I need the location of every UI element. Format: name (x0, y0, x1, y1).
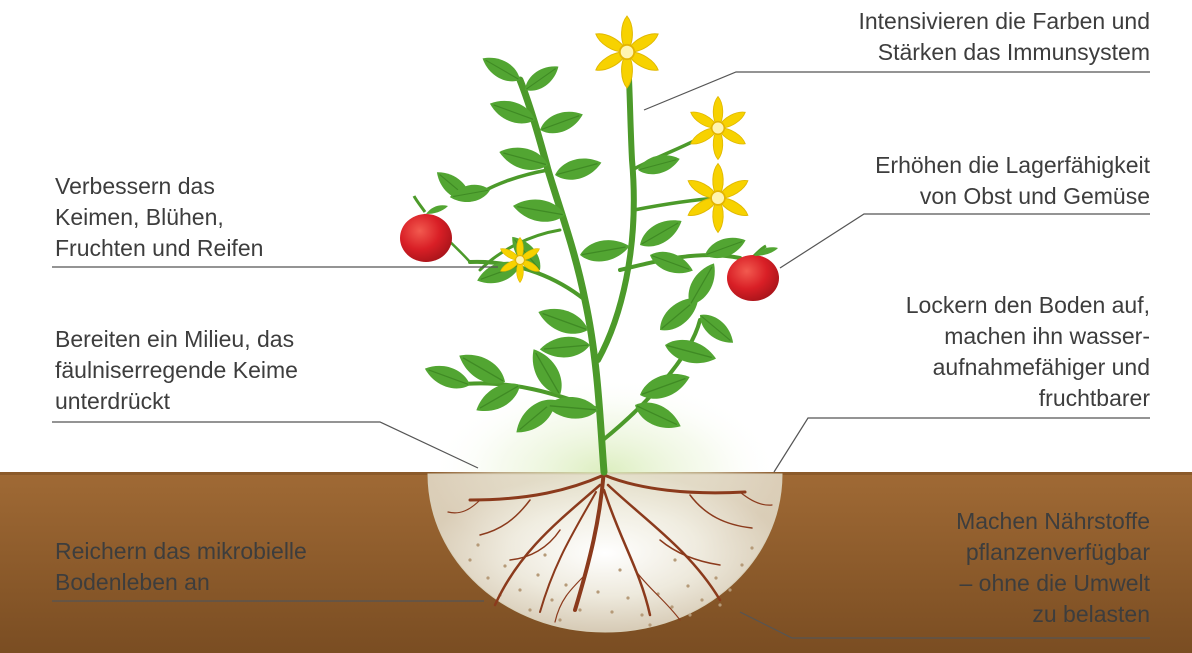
annotation-line: fäulniserregende Keime (55, 355, 298, 386)
annotation-line: Erhöhen die Lagerfähigkeit (875, 150, 1150, 181)
annotation-line: – ohne die Umwelt (956, 568, 1150, 599)
annotation-middle-right: Lockern den Boden auf, machen ihn wasser… (906, 290, 1150, 414)
apple-right (727, 246, 779, 301)
annotation-line: Fruchten und Reifen (55, 233, 263, 264)
annotation-top-right: Intensivieren die Farben und Stärken das… (858, 6, 1150, 68)
annotation-line: Keimen, Blühen, (55, 202, 263, 233)
annotation-upper-right: Erhöhen die Lagerfähigkeit von Obst und … (875, 150, 1150, 212)
annotation-line: zu belasten (956, 599, 1150, 630)
annotation-line: Lockern den Boden auf, (906, 290, 1150, 321)
annotation-line: Bereiten ein Milieu, das (55, 324, 298, 355)
annotation-line: von Obst und Gemüse (875, 181, 1150, 212)
annotation-line: pflanzenverfügbar (956, 537, 1150, 568)
flower-right-middle (686, 164, 751, 233)
annotation-line: aufnahmefähiger und (906, 352, 1150, 383)
annotation-middle-left: Bereiten ein Milieu, das fäulniserregend… (55, 324, 298, 417)
annotation-line: Verbessern das (55, 171, 263, 202)
annotation-bottom-right: Machen Nährstoffe pflanzenverfügbar – oh… (956, 506, 1150, 630)
annotation-bottom-left: Reichern das mikrobielle Bodenleben an (55, 536, 307, 598)
annotation-line: Bodenleben an (55, 567, 307, 598)
annotation-line: fruchtbarer (906, 383, 1150, 414)
flower-right-upper (688, 97, 747, 160)
flower-top (593, 16, 661, 88)
annotation-line: unterdrückt (55, 386, 298, 417)
apple-left (400, 196, 452, 262)
annotation-line: Stärken das Immunsystem (858, 37, 1150, 68)
annotation-line: machen ihn wasser- (906, 321, 1150, 352)
annotation-line: Intensivieren die Farben und (858, 6, 1150, 37)
annotation-line: Machen Nährstoffe (956, 506, 1150, 537)
annotation-upper-left: Verbessern das Keimen, Blühen, Fruchten … (55, 171, 263, 264)
flowers (499, 16, 751, 283)
annotation-line: Reichern das mikrobielle (55, 536, 307, 567)
